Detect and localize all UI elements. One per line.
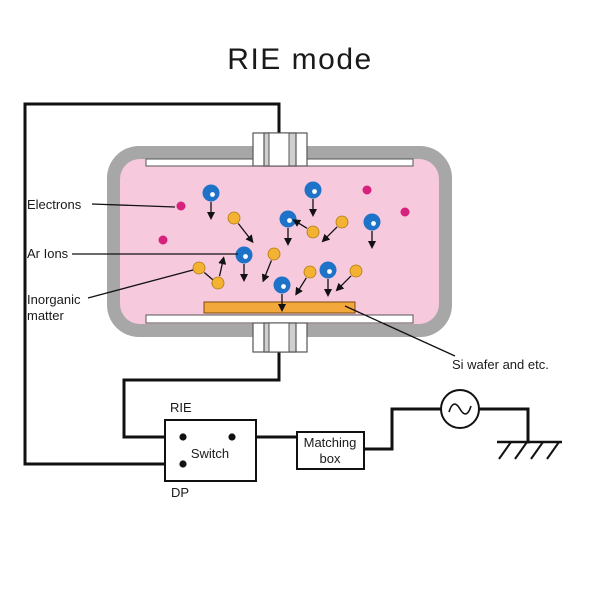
switch-contact-dp: [179, 460, 187, 468]
electrons-label: Electrons: [27, 197, 82, 212]
matching-box: [296, 431, 365, 470]
inorganic-label-line1: Inorganic: [27, 292, 81, 307]
inorganic-particle: [335, 264, 363, 292]
bottom-electrode-wire: [122, 348, 281, 439]
inorganic-particle: [292, 219, 320, 239]
ac-source-icon: [440, 389, 480, 429]
ar-ions-label: Ar Ions: [27, 246, 69, 261]
ground-icon: [497, 440, 562, 460]
dp-label: DP: [171, 485, 189, 500]
ar-ion: [304, 181, 322, 217]
electron-particles: [158, 185, 410, 245]
inorganic-particle: [321, 215, 349, 243]
ar-ion: [363, 213, 381, 249]
matching-to-source-wire: [362, 407, 443, 451]
bottom-feedthrough: [252, 322, 308, 353]
top-feedthrough: [252, 132, 308, 167]
ar-ion: [202, 184, 220, 220]
source-to-ground-wire: [477, 407, 530, 444]
ar-ion: [235, 246, 253, 282]
inorganic-leader: [87, 269, 194, 299]
top-electrode-wire: [23, 102, 281, 466]
switch-contact-rie: [179, 433, 187, 441]
electron-dot: [158, 235, 168, 245]
rie-label: RIE: [170, 400, 192, 415]
si-wafer: [203, 301, 356, 314]
inorganic-particle: [261, 247, 281, 283]
electrons-leader: [91, 203, 176, 208]
inorganic-label-line2: matter: [27, 308, 65, 323]
switch-contact-common: [228, 433, 236, 441]
matching-box-label-line1: Matching: [304, 435, 357, 450]
wafer-label: Si wafer and etc.: [452, 357, 549, 372]
inorganic-particle: [295, 265, 317, 296]
electron-dot: [400, 207, 410, 217]
ar-ion: [319, 261, 337, 297]
electron-dot: [362, 185, 372, 195]
ar-ion: [279, 210, 297, 246]
electron-dot: [176, 201, 186, 211]
switch-box: [164, 419, 257, 482]
matching-box-label-line2: box: [320, 451, 341, 466]
inorganic-particle: [211, 256, 227, 290]
wafer-leader: [344, 305, 456, 357]
inorganic-particles: [192, 211, 363, 296]
ar-ion-particles: [202, 181, 381, 312]
ar-ion: [273, 276, 291, 312]
inorganic-particle: [227, 211, 254, 244]
page-title: RIE mode: [227, 43, 372, 76]
switch-label: Switch: [191, 446, 229, 461]
